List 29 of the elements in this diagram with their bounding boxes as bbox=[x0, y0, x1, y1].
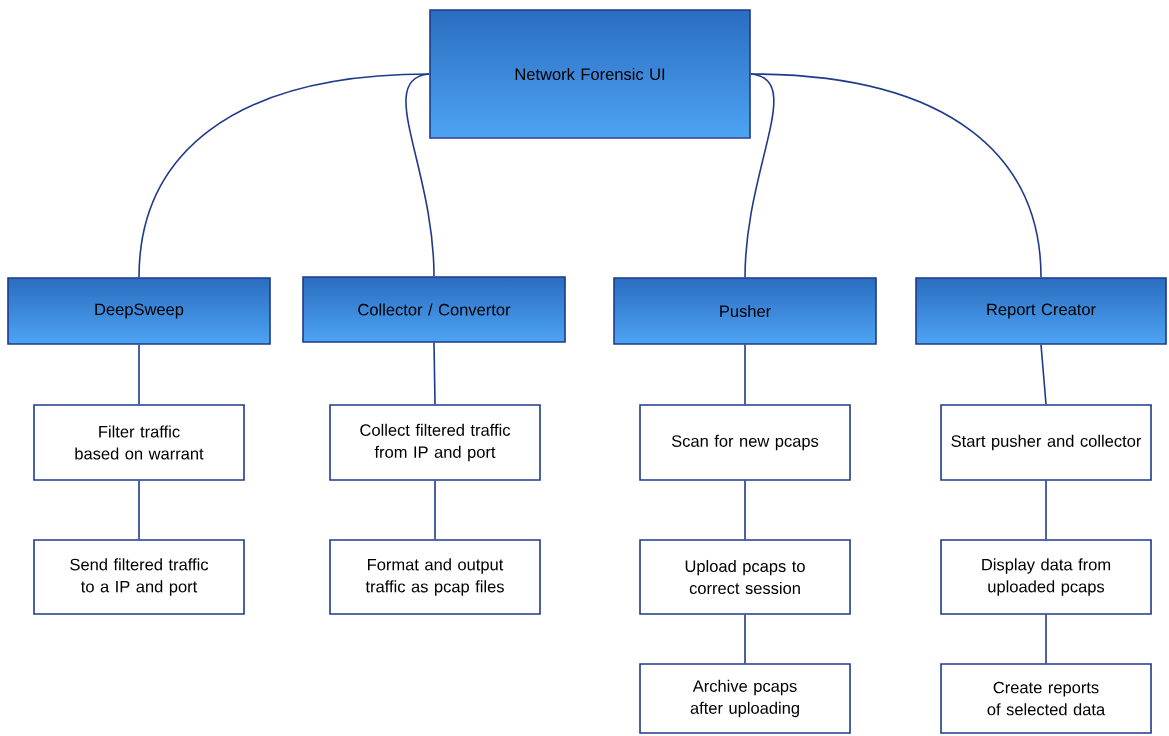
connector-line bbox=[138, 344, 140, 405]
task-box: Display data from uploaded pcaps bbox=[940, 539, 1152, 615]
task-box: Filter traffic based on warrant bbox=[33, 404, 245, 481]
task-box: Create reports of selected data bbox=[940, 663, 1152, 734]
connector-line bbox=[405, 73, 435, 277]
task-box: Archive pcaps after uploading bbox=[639, 663, 851, 734]
task-box: Send filtered traffic to a IP and port bbox=[33, 539, 245, 615]
connector-line bbox=[138, 73, 430, 278]
connector-line bbox=[1045, 614, 1047, 664]
task-box: Collect filtered traffic from IP and port bbox=[329, 404, 541, 481]
task-box: Start pusher and collector bbox=[940, 404, 1152, 481]
connector-line bbox=[744, 480, 746, 540]
component-box: DeepSweep bbox=[7, 277, 271, 345]
connector-line bbox=[1045, 480, 1047, 540]
task-box: Scan for new pcaps bbox=[639, 404, 851, 481]
component-box: Collector / Convertor bbox=[302, 276, 566, 343]
task-box: Upload pcaps to correct session bbox=[639, 539, 851, 615]
component-box: Report Creator bbox=[915, 277, 1167, 345]
connector-line bbox=[1040, 344, 1047, 405]
connector-line bbox=[744, 344, 746, 405]
connector-line bbox=[750, 73, 1042, 278]
title-box: Network Forensic UI bbox=[429, 9, 751, 139]
task-box: Format and output traffic as pcap files bbox=[329, 539, 541, 615]
connector-line bbox=[744, 73, 775, 278]
component-box: Pusher bbox=[613, 277, 877, 345]
connector-line bbox=[744, 614, 746, 664]
connector-line bbox=[433, 342, 436, 405]
connector-line bbox=[434, 480, 436, 540]
connector-line bbox=[138, 480, 140, 540]
